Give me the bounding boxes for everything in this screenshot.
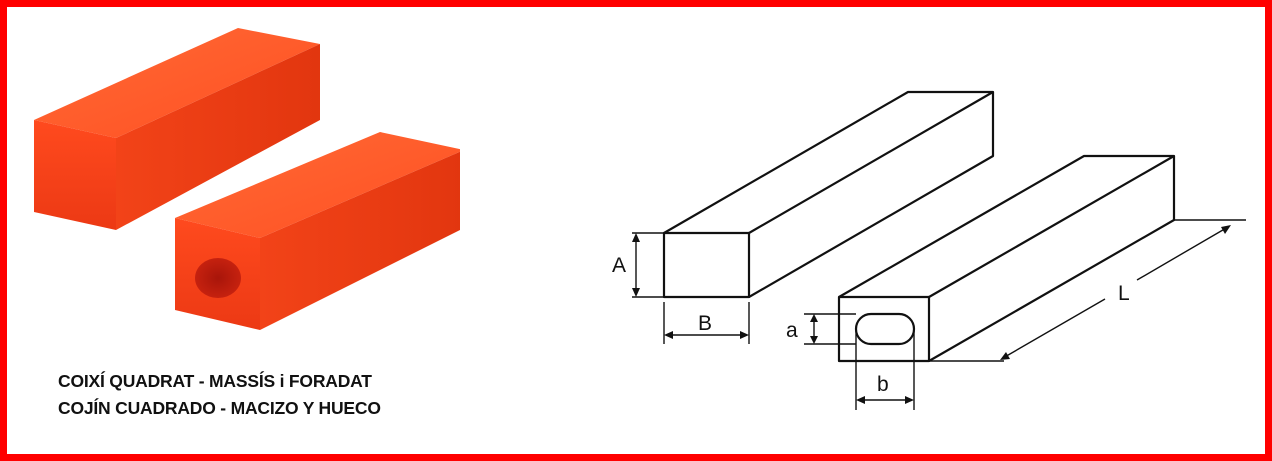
caption-catalan: COIXÍ QUADRAT - MASSÍS i FORADAT	[58, 371, 372, 391]
cushion-hole	[195, 258, 241, 298]
dim-label-L: L	[1118, 282, 1130, 305]
dim-label-a: a	[786, 319, 798, 342]
hollow-cushion	[175, 132, 460, 330]
product-caption: COIXÍ QUADRAT - MASSÍS i FORADAT COJÍN C…	[58, 368, 478, 422]
dimension-arrowheads	[632, 225, 1231, 404]
caption-spanish: COJÍN CUADRADO - MACIZO Y HUECO	[58, 398, 381, 418]
solid-cushion	[34, 28, 320, 230]
dimension-drawing: A B a b L	[612, 90, 1246, 410]
hollow-bar-hole	[854, 312, 916, 346]
dim-label-b: b	[877, 373, 889, 396]
dim-label-A: A	[612, 254, 626, 277]
foam-cushions-photo	[34, 28, 460, 330]
dimension-lines	[632, 219, 1246, 410]
hollow-bar-outline	[837, 154, 1176, 363]
dim-label-B: B	[698, 312, 712, 335]
solid-bar-outline	[662, 90, 995, 299]
